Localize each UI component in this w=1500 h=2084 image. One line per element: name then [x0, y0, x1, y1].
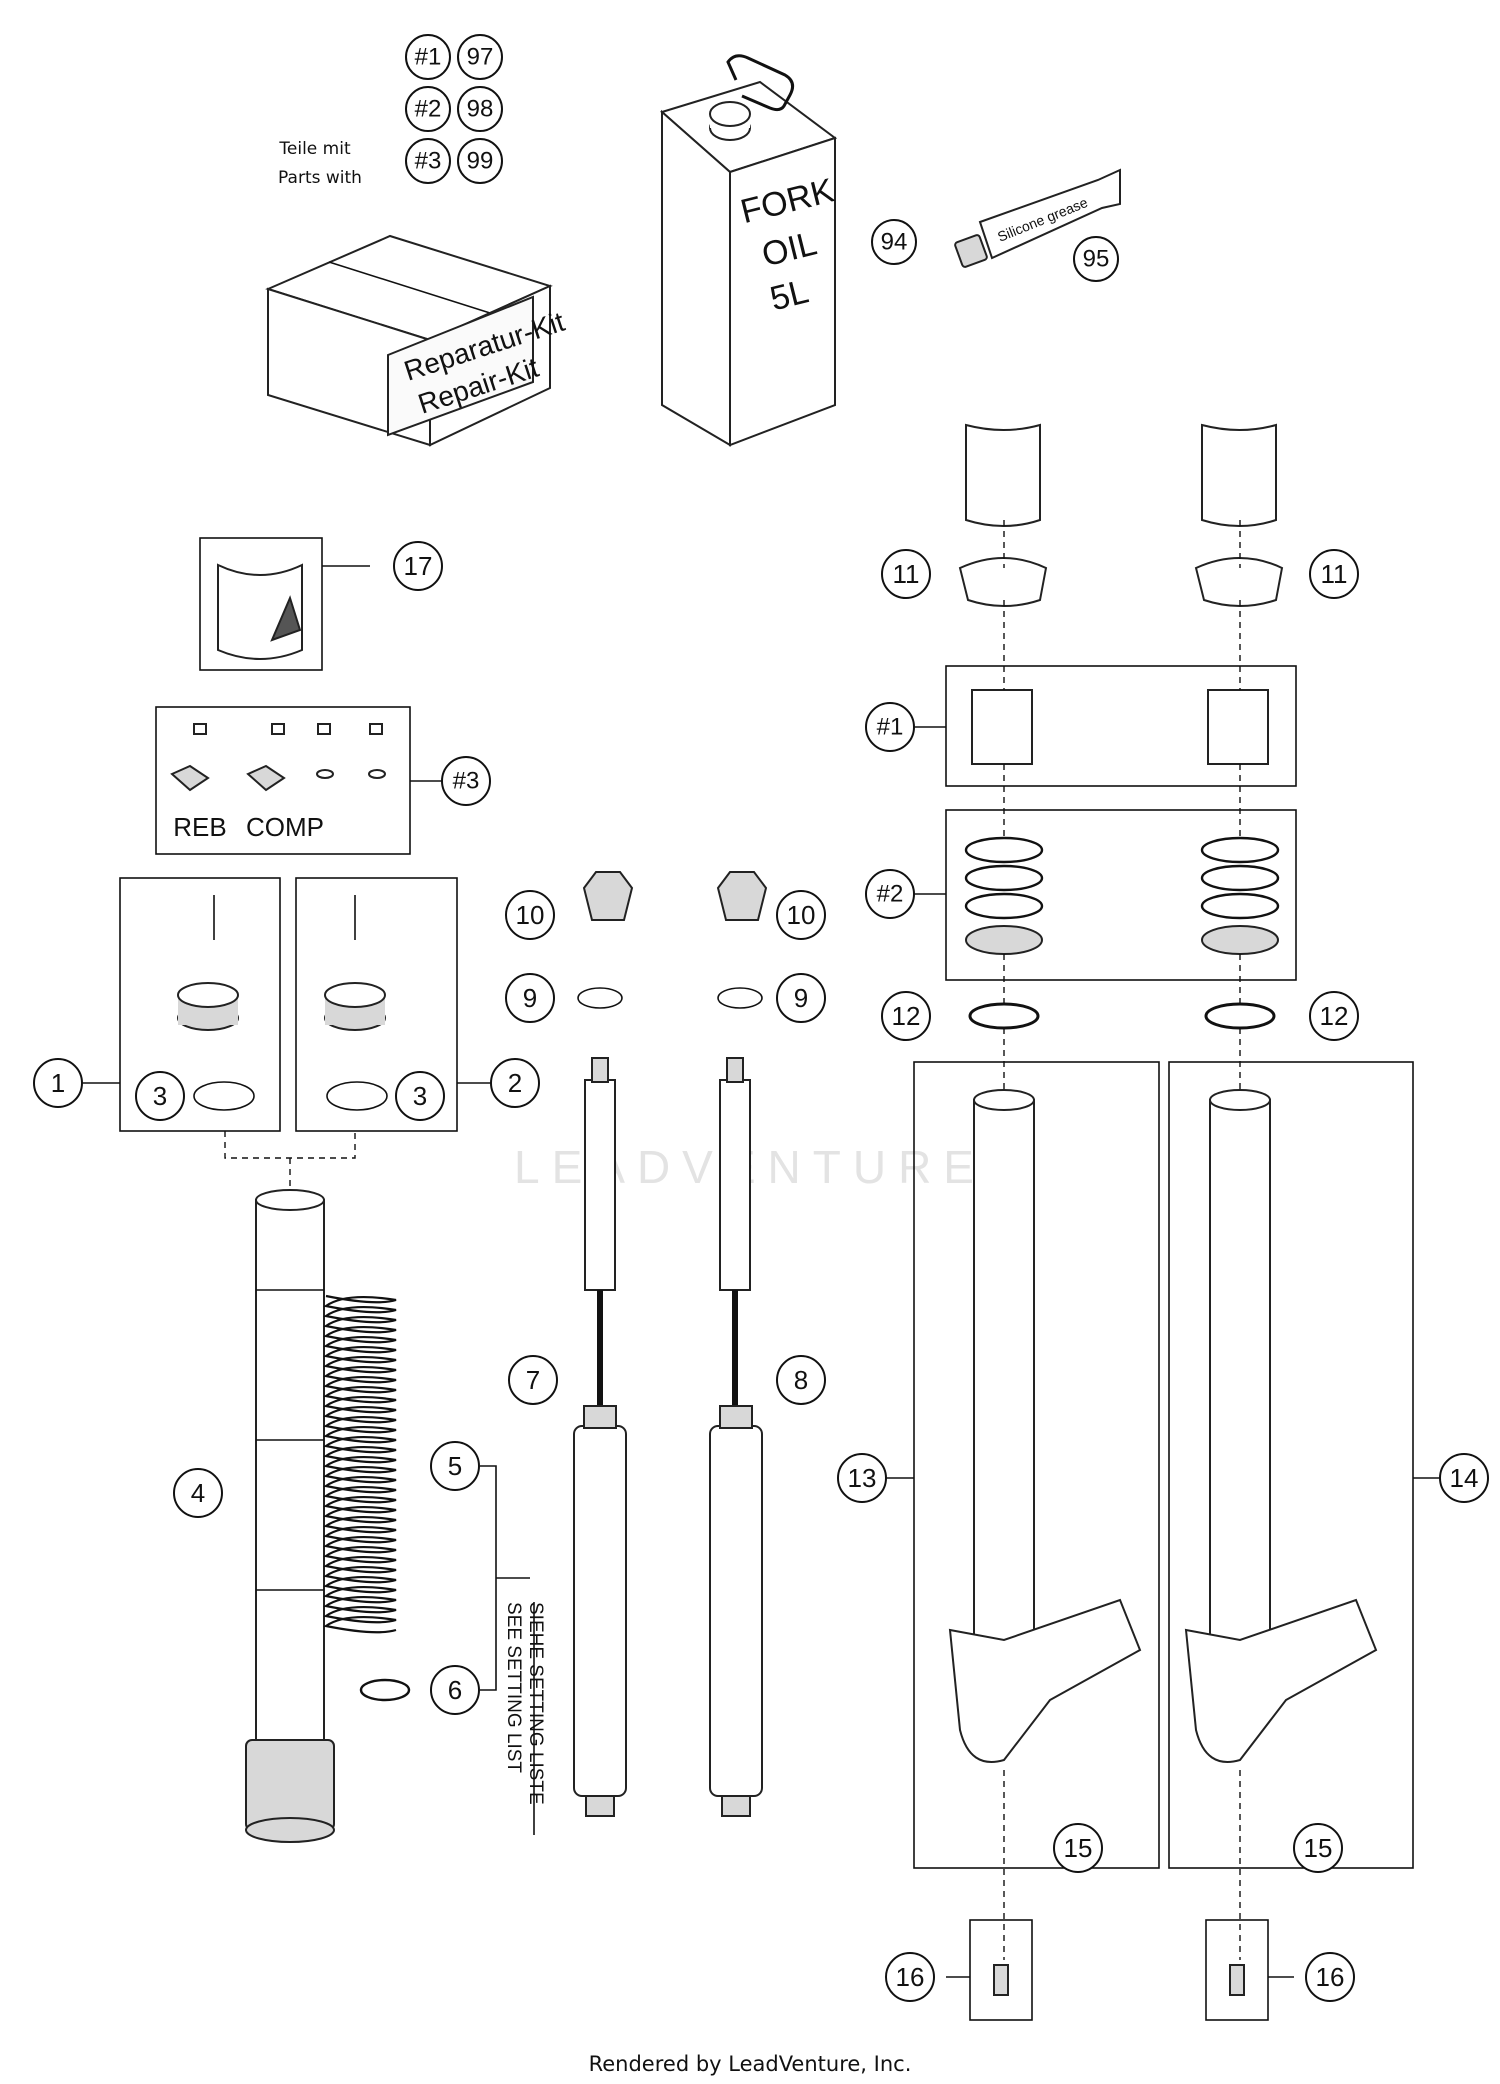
kit-ref-part-98: 98 — [467, 96, 494, 123]
kit-ref-group-3: #3 — [415, 148, 442, 175]
callout-11-left: 11 — [893, 559, 920, 589]
callout-4: 4 — [191, 1478, 205, 1508]
callout-15-left: 15 — [1064, 1833, 1093, 1863]
screw-icons — [193, 723, 383, 735]
callout-11-right: 11 — [1321, 559, 1348, 589]
fork-spring — [323, 1294, 397, 1634]
kit-ref-group-1: #1 — [415, 44, 442, 71]
clamp-label-reb: REB — [173, 812, 226, 842]
callout-5: 5 — [448, 1451, 462, 1481]
note-line-de: Teile mit — [278, 139, 351, 159]
callout-10-left: 10 — [516, 900, 545, 930]
clamp-label-comp: COMP — [246, 812, 324, 842]
callout-13: 13 — [848, 1463, 877, 1493]
callout-95: 95 — [1083, 246, 1110, 273]
callout-7: 7 — [526, 1365, 540, 1395]
spring-shim — [359, 1678, 411, 1702]
fork-cap-assemblies — [82, 877, 492, 1188]
kit-references: #1 97 #2 98 #3 99 Teile mit Parts with — [278, 34, 503, 188]
callout-2: 2 — [508, 1068, 522, 1098]
oil-label-line3: 5L — [766, 272, 812, 318]
inner-tubes — [886, 1061, 1440, 1869]
sticker-group — [199, 537, 370, 671]
repair-kit-box: Reparatur-Kit Repair-Kit — [265, 234, 568, 447]
callout-6: 6 — [448, 1675, 462, 1705]
callout-9-right: 9 — [794, 983, 808, 1013]
setting-note-en: SEE SETTING LIST — [503, 1602, 524, 1773]
adjuster-clamp-kit: REB COMP — [155, 706, 442, 855]
callout-12-left: 12 — [892, 1001, 921, 1031]
outer-tube — [245, 1189, 335, 1843]
fork-bushings-seals — [945, 423, 1297, 1030]
kit-ref-group-2: #2 — [415, 96, 442, 123]
callout-group-2: #2 — [877, 881, 904, 908]
fork-oil-can: FORK OIL 5L — [659, 54, 838, 447]
axle-clamp-screws — [946, 1919, 1294, 2021]
callout-3-left: 3 — [153, 1081, 167, 1111]
callout-1: 1 — [51, 1068, 65, 1098]
footer-credit: Rendered by LeadVenture, Inc. — [589, 2052, 912, 2076]
callout-12-right: 12 — [1320, 1001, 1349, 1031]
callout-15-right: 15 — [1304, 1833, 1333, 1863]
callout-group-1: #1 — [877, 714, 904, 741]
silicone-grease-tube: Silicone grease — [954, 168, 1121, 268]
callout-17: 17 — [404, 551, 433, 581]
callout-9-left: 9 — [523, 983, 537, 1013]
callout-14: 14 — [1450, 1463, 1479, 1493]
callout-16-right: 16 — [1316, 1962, 1345, 1992]
note-line-en: Parts with — [278, 168, 362, 188]
damping-cartridges — [573, 871, 768, 1817]
callout-group-3: #3 — [453, 768, 480, 795]
callout-10-right: 10 — [787, 900, 816, 930]
callout-3-right: 3 — [413, 1081, 427, 1111]
callout-94: 94 — [881, 229, 908, 256]
kit-ref-part-97: 97 — [467, 44, 494, 71]
kit-ref-part-99: 99 — [467, 148, 494, 175]
setting-note-de: SIEHE SETTING LISTE — [525, 1602, 546, 1805]
callout-8: 8 — [794, 1365, 808, 1395]
callout-16-left: 16 — [896, 1962, 925, 1992]
